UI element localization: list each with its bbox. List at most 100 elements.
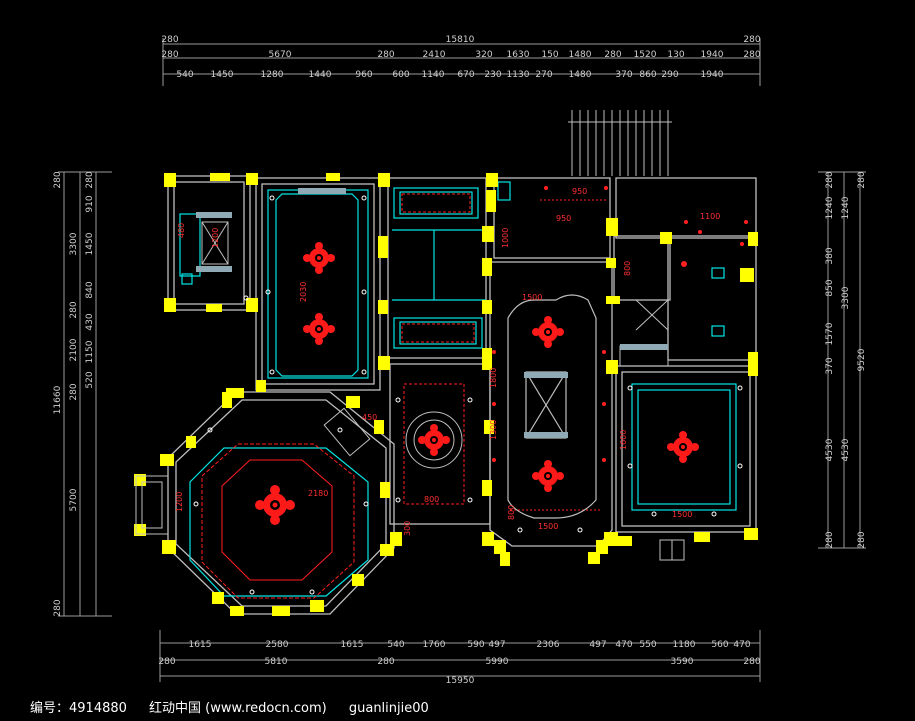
top-dim-r2: 150 [541,50,558,60]
chandelier-icon [255,485,295,525]
top-dim-r3: 1440 [309,70,332,80]
top-dim-r3: 270 [535,70,552,80]
room-dim-label: 2030 [299,282,308,302]
room-dim-label: 300 [403,521,412,536]
room-dim-label: 1000 [501,228,510,248]
bottom-dim-r1: 590 [467,640,484,650]
chandelier-icon [303,242,335,274]
bottom-dim-r1: 497 [488,640,505,650]
bottom-dim-r1: 2580 [266,640,289,650]
right-dim-outer: 280 [857,531,867,548]
bottom-dim-r1: 497 [589,640,606,650]
left-dim-inner: 430 [85,313,95,330]
top-dim-r2: 5670 [269,50,292,60]
right-dim-inner: 1240 [825,196,835,219]
top-dim-r3: 290 [661,70,678,80]
right-dimension-text: 280 1240 3300 4530 280 9520 280 1240 380… [825,171,867,548]
bottom-dim-r1: 540 [387,640,404,650]
room-dim-label: 1300 [489,420,498,440]
top-dim-r2: 280 [161,50,178,60]
right-dim-inner: 280 [825,531,835,548]
top-dim-r2: 280 [743,50,760,60]
room-dim-label: 2180 [308,489,328,498]
watermark-footer: 编号：4914880 红动中国 (www.redocn.com) guanlin… [0,697,915,721]
top-dim-end-right: 280 [743,35,760,45]
room-dim-label: 800 [623,261,632,276]
room-dim-label: 800 [424,495,439,504]
top-dim-r2: 2410 [423,50,446,60]
right-dim-inner: 850 [825,279,835,296]
top-dim-r3: 540 [176,70,193,80]
red-spot-lights [492,186,748,462]
bottom-dim-r1: 470 [615,640,632,650]
right-dim-inner: 1570 [825,322,835,345]
left-dim-outer: 280 [53,171,63,188]
left-dim-outer: 3300 [69,232,79,255]
image-id-label: 编号：4914880 [30,701,127,716]
ceiling-medallion [405,411,463,469]
top-dim-r3: 960 [355,70,372,80]
left-dim-inner: 1150 [85,340,95,363]
room-dim-label: 1500 [672,510,692,519]
top-dim-r2: 1480 [569,50,592,60]
top-dim-r3: 670 [457,70,474,80]
left-dim-inner: 910 [85,195,95,212]
top-dim-r3: 1940 [701,70,724,80]
room-dim-label: 1200 [175,492,184,512]
stairs [568,110,672,176]
top-dim-r3: 860 [639,70,656,80]
bottom-overall-dim: 15950 [446,676,475,686]
left-dim-outer: 5700 [69,488,79,511]
bottom-dim-r1: 560 [711,640,728,650]
fixture-bars [196,188,668,438]
left-dim-outer: 280 [53,599,63,616]
room-dim-label: 1600 [619,430,628,450]
bottom-dim-r2: 280 [158,657,175,667]
top-dim-r2: 280 [604,50,621,60]
left-dim-inner: 840 [85,281,95,298]
right-dim-inner: 380 [825,247,835,264]
left-overall-dim: 11660 [53,385,63,414]
room-dim-label: 1800 [489,368,498,388]
top-dim-r2: 1940 [701,50,724,60]
room-dim-label: 950 [556,214,571,223]
left-dimension-text: 11660 280 3300 280 2100 280 5700 280 280… [53,171,95,616]
site-link: 红动中国 (www.redocn.com) [149,701,327,716]
left-dim-outer: 280 [69,383,79,400]
top-dim-r3: 1480 [569,70,592,80]
right-dim-outer: 3300 [841,286,851,309]
bottom-dim-r2: 280 [377,657,394,667]
left-dim-inner: 1450 [85,232,95,255]
bottom-dim-r1: 470 [733,640,750,650]
room-dim-label: 1500 [538,522,558,531]
right-dim-outer: 1240 [841,196,851,219]
top-dim-r2: 130 [667,50,684,60]
top-overall-dim: 15810 [446,35,475,45]
right-overall-dim: 9520 [857,348,867,371]
top-dim-r2: 320 [475,50,492,60]
top-dim-r2: 280 [377,50,394,60]
left-dimension-lines [58,171,112,617]
top-dim-r3: 600 [392,70,409,80]
bay-window [135,475,169,535]
bottom-dim-r1: 1615 [341,640,364,650]
bottom-dim-r1: 550 [639,640,656,650]
room-dim-label: 450 [362,413,377,422]
room-dim-label: 1100 [700,212,720,221]
room-dim-label: 1200 [211,228,220,248]
top-dim-r3: 230 [484,70,501,80]
bottom-dimension-lines [159,630,761,682]
room-dim-label: 1500 [522,293,542,302]
chandelier-icon [532,460,564,492]
bottom-dim-r1: 2306 [537,640,560,650]
chandelier-icon [667,431,699,463]
entry-door [659,539,685,561]
right-dim-inner: 4530 [825,438,835,461]
right-dimension-lines [818,171,866,549]
top-dim-r2: 1630 [507,50,530,60]
top-dim-end-left: 280 [161,35,178,45]
ceiling-light-fixtures [255,242,699,525]
bottom-dim-r2: 3590 [671,657,694,667]
chandelier-icon [418,424,450,456]
